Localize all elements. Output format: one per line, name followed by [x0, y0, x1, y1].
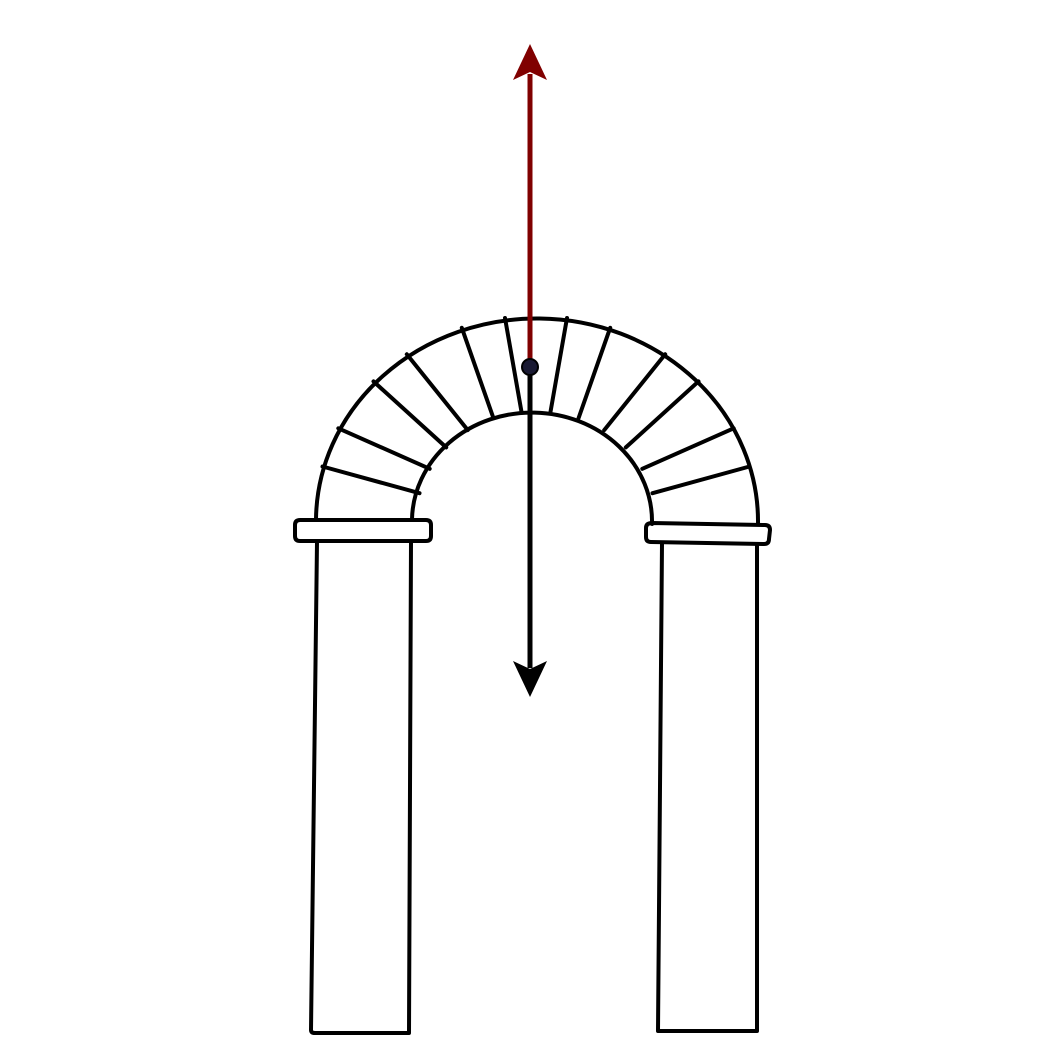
left-capital [293, 518, 433, 543]
voussoir-joint [623, 379, 701, 450]
left-column [309, 540, 413, 1035]
arch-intrados [410, 410, 655, 526]
right-capital [644, 521, 772, 546]
voussoir-joint [576, 325, 613, 420]
voussoir-joint [320, 464, 422, 496]
force-application-point [521, 358, 539, 376]
voussoir-joint [650, 464, 752, 496]
voussoir-joint [459, 325, 496, 420]
force-vectors [513, 44, 547, 697]
voussoir-joint [336, 426, 432, 471]
right-column [656, 541, 759, 1033]
arch [314, 316, 761, 526]
upward-force-arrow-head [513, 44, 547, 80]
voussoir-joint [640, 426, 736, 471]
downward-force-arrow-head [513, 661, 547, 697]
voussoir-joints [320, 316, 752, 496]
voussoir-joint [404, 352, 470, 433]
voussoir-joint [371, 379, 449, 450]
voussoir-joint [548, 316, 569, 414]
voussoir-joint [503, 316, 524, 414]
arch-extrados [314, 316, 761, 526]
voussoir-joint [602, 352, 668, 433]
